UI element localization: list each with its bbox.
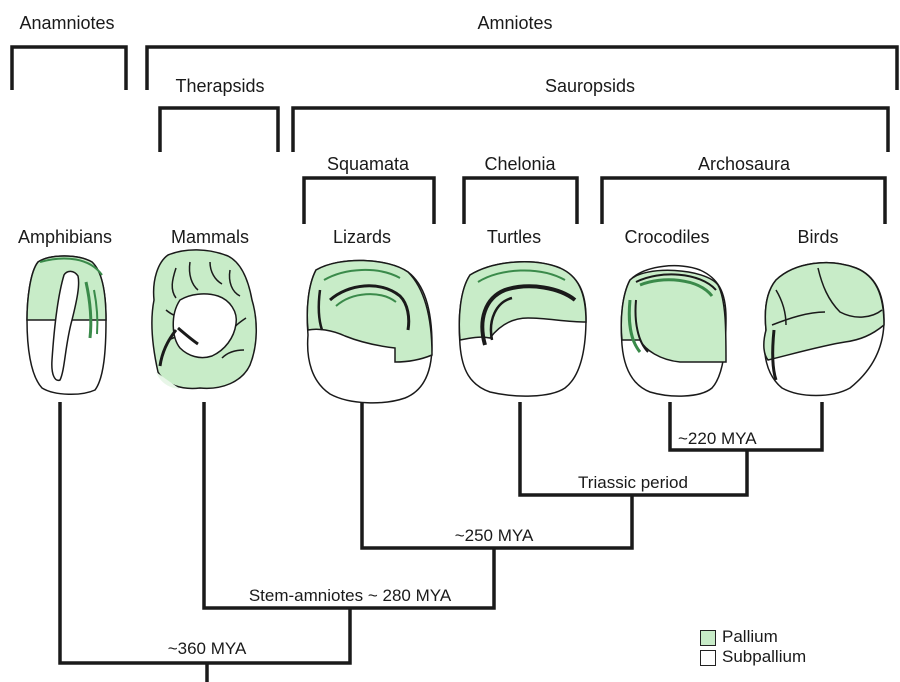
legend-swatch-pallium — [700, 630, 716, 646]
bracket-anamniotes — [12, 47, 126, 90]
node-label-360-mya: ~360 MYA — [165, 640, 250, 657]
bracket-therapsids — [160, 108, 278, 152]
bracket-archosaura — [602, 178, 885, 224]
brain-birds — [764, 263, 884, 396]
legend-label-pallium: Pallium — [722, 628, 778, 645]
legend-label-subpallium: Subpallium — [722, 648, 806, 665]
node-label-triassic: Triassic period — [575, 474, 691, 491]
legend-swatch-subpallium — [700, 650, 716, 666]
bracket-sauropsids — [293, 108, 888, 152]
brain-mammals — [152, 250, 256, 389]
bracket-chelonia — [464, 178, 577, 224]
bracket-squamata — [304, 178, 434, 224]
brain-amphibians — [27, 256, 106, 394]
tree-amniote-node — [204, 402, 494, 608]
brain-crocodiles — [621, 266, 726, 396]
node-label-220-mya: ~220 MYA — [675, 430, 760, 447]
brain-lizards — [307, 260, 432, 402]
bracket-amniotes — [147, 47, 897, 90]
brain-turtles — [459, 262, 586, 396]
node-label-stem-amniotes: Stem-amniotes ~ 280 MYA — [246, 587, 454, 604]
node-label-250-mya: ~250 MYA — [452, 527, 537, 544]
